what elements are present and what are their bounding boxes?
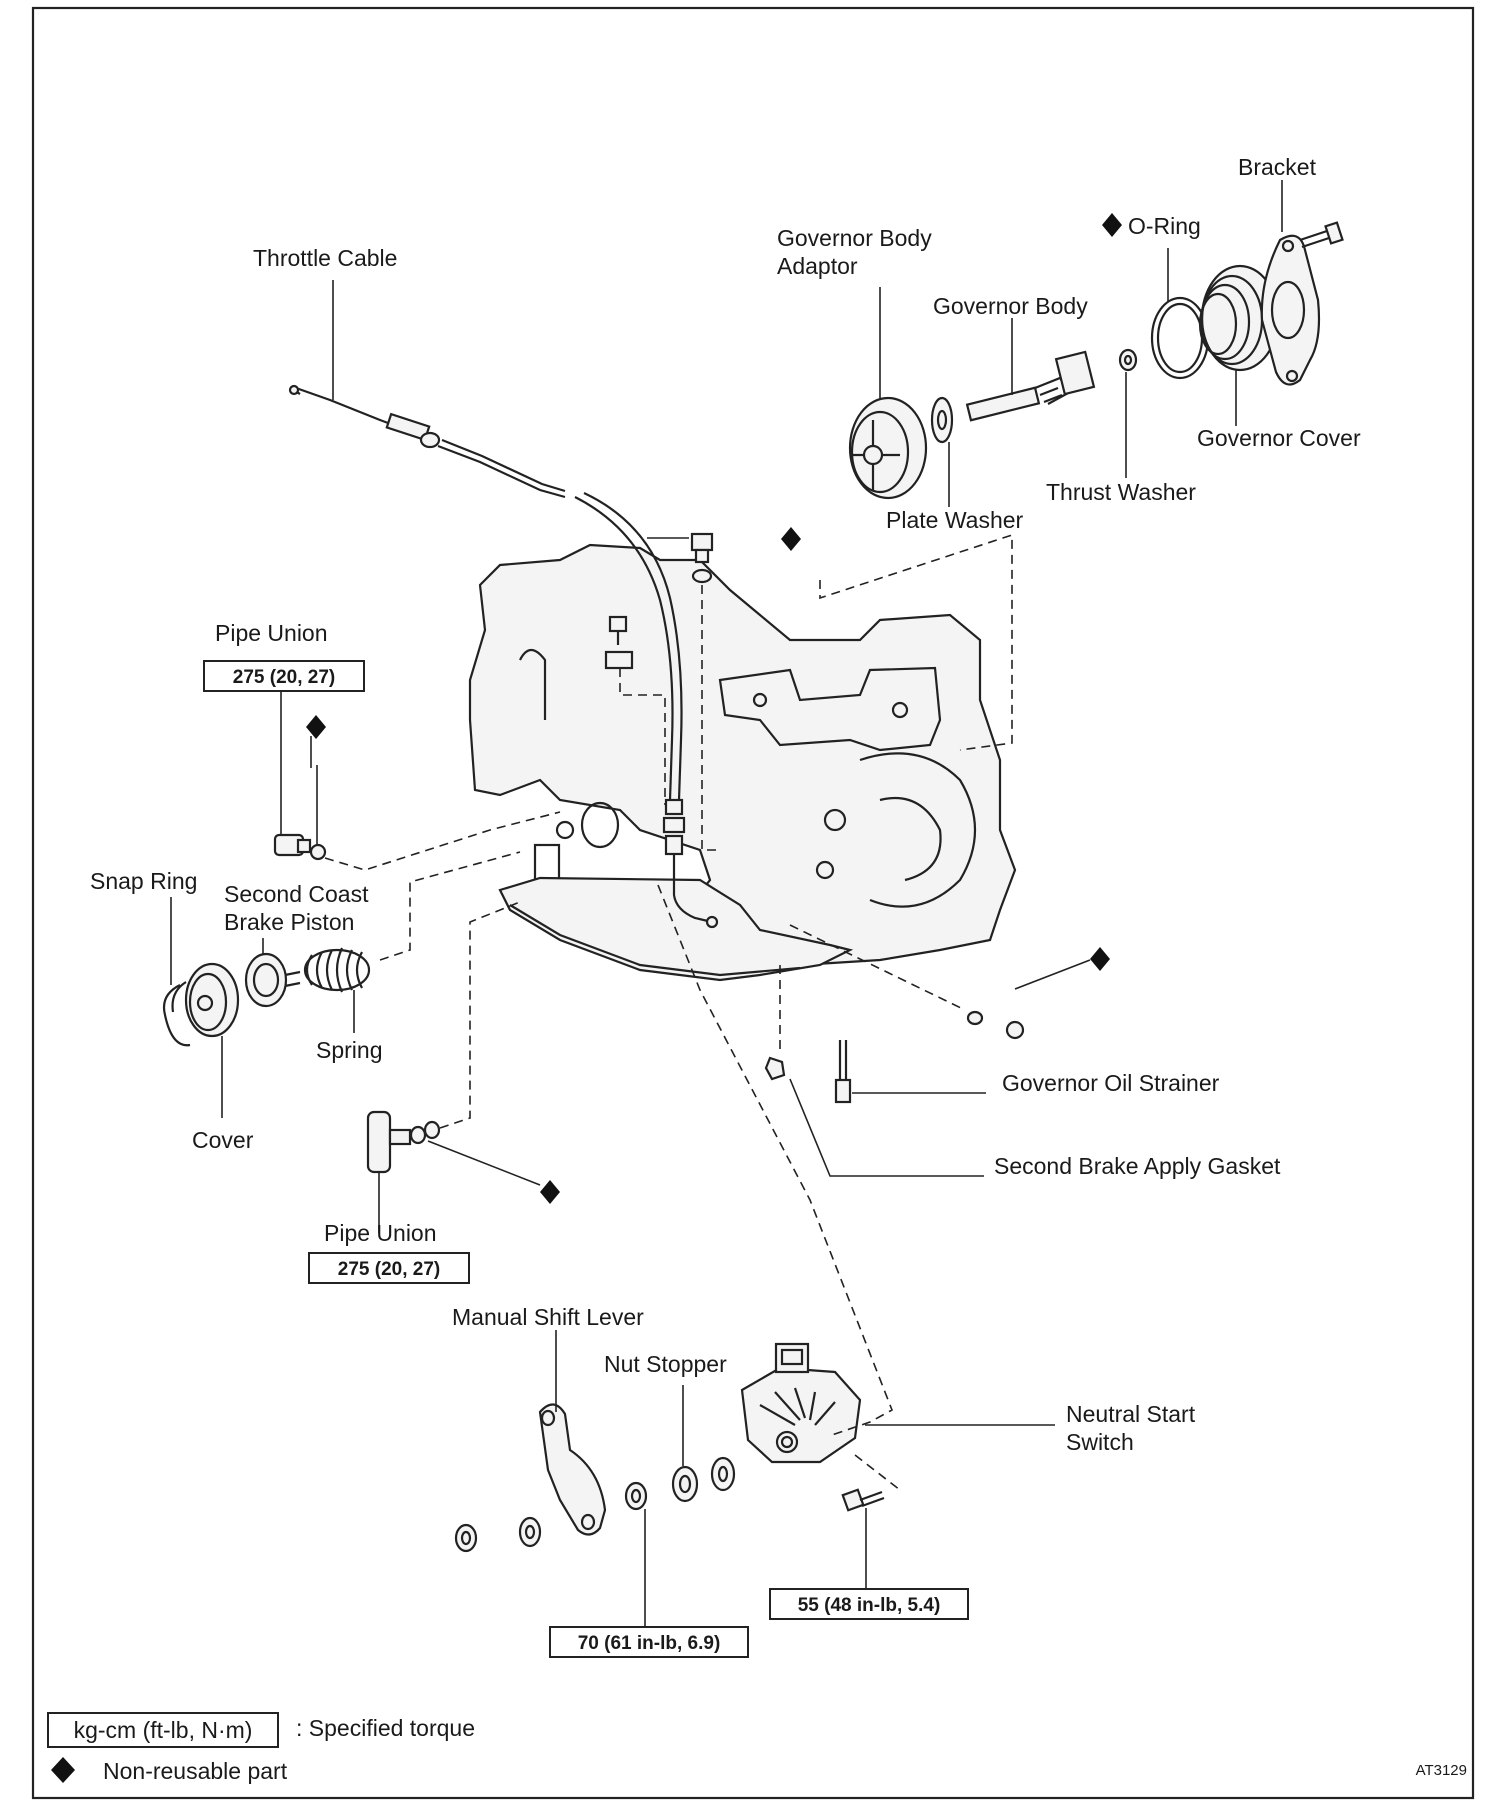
bracket-bolt — [1299, 221, 1344, 249]
torque-value: 55 (48 in-lb, 5.4) — [798, 1595, 941, 1616]
governor-body-adaptor — [848, 396, 928, 500]
label-governor-body-adaptor-1: Governor Body — [777, 225, 932, 251]
label-plate-washer: Plate Washer — [886, 507, 1024, 533]
shift-nut — [624, 1481, 648, 1511]
pipe-union-lower — [366, 1110, 441, 1174]
pipe-union-upper — [273, 833, 327, 861]
legend-torque-unit: kg-cm (ft-lb, N·m) — [74, 1717, 253, 1743]
throttle-cable — [288, 384, 719, 929]
second-coast-brake-piston — [244, 952, 301, 1008]
figure-frame — [31, 6, 1475, 1800]
torque-spec-lower: 275 (20, 27) — [308, 1252, 470, 1284]
torque-value: 275 (20, 27) — [233, 667, 335, 688]
spring — [303, 947, 371, 993]
neutral-start-switch — [740, 1342, 862, 1464]
plug-gasket — [691, 568, 713, 584]
label-pipe-union-lower: Pipe Union — [324, 1220, 437, 1246]
legend-torque-desc: : Specified torque — [296, 1715, 475, 1741]
torque-value: 275 (20, 27) — [338, 1259, 440, 1280]
governor-cover — [1198, 264, 1280, 372]
label-manual-shift-lever: Manual Shift Lever — [452, 1304, 644, 1330]
diamond-icon — [1102, 213, 1122, 237]
torque-spec-upper: 275 (20, 27) — [203, 660, 365, 692]
thrust-washer — [1118, 348, 1138, 372]
lever-washer — [518, 1516, 542, 1548]
second-brake-apply-gasket — [764, 1056, 786, 1081]
label-snap-ring: Snap Ring — [90, 868, 197, 894]
torque-spec-switch-bolt: 55 (48 in-lb, 5.4) — [769, 1588, 969, 1620]
part-labels: Bracket O-Ring Governor Body Adaptor Gov… — [90, 154, 1361, 1455]
label-o-ring: O-Ring — [1128, 213, 1201, 239]
lever-nut — [454, 1523, 478, 1553]
snap-ring — [162, 981, 191, 1047]
label-neutral-start-switch-1: Neutral Start — [1066, 1401, 1196, 1427]
label-spring: Spring — [316, 1037, 382, 1063]
transmission-case — [468, 543, 1017, 982]
label-second-coast-brake-piston-2: Brake Piston — [224, 909, 354, 935]
cable-clamp — [604, 650, 634, 670]
clamp-bolt — [608, 615, 628, 645]
switch-washer — [710, 1456, 736, 1492]
switch-bolt — [841, 1488, 885, 1512]
diamond-icon — [1090, 947, 1110, 971]
label-cover: Cover — [192, 1127, 254, 1153]
label-pipe-union-upper: Pipe Union — [215, 620, 328, 646]
label-neutral-start-switch-2: Switch — [1066, 1429, 1134, 1455]
manual-shift-lever — [538, 1403, 607, 1536]
governor-body — [965, 350, 1096, 422]
label-governor-cover: Governor Cover — [1197, 425, 1361, 451]
diamond-icon — [781, 527, 801, 551]
label-second-coast-brake-piston-1: Second Coast — [224, 881, 369, 907]
pan-gasket — [966, 1010, 984, 1026]
plate-washer — [930, 396, 954, 444]
torque-value: 70 (61 in-lb, 6.9) — [578, 1633, 721, 1654]
label-thrust-washer: Thrust Washer — [1046, 479, 1196, 505]
cover — [184, 962, 240, 1038]
assembly-lines — [324, 533, 1013, 1491]
label-governor-body-adaptor-2: Adaptor — [777, 253, 858, 279]
diamond-icon — [306, 715, 326, 739]
label-bracket: Bracket — [1238, 154, 1317, 180]
pan-bolt — [1005, 1020, 1025, 1040]
diamond-icon — [540, 1180, 560, 1204]
figure-code: AT3129 — [1416, 1762, 1467, 1779]
label-governor-body: Governor Body — [933, 293, 1088, 319]
bracket — [1260, 234, 1321, 386]
governor-oil-strainer — [834, 1040, 852, 1104]
torque-spec-lever-nut: 70 (61 in-lb, 6.9) — [549, 1626, 749, 1658]
diamond-icon — [51, 1757, 75, 1783]
label-nut-stopper: Nut Stopper — [604, 1351, 727, 1377]
o-ring — [1150, 296, 1210, 380]
legend: kg-cm (ft-lb, N·m) : Specified torque No… — [47, 1712, 475, 1784]
label-governor-oil-strainer: Governor Oil Strainer — [1002, 1070, 1220, 1096]
label-throttle-cable: Throttle Cable — [253, 245, 397, 271]
pipe-plug — [690, 532, 714, 564]
nut-stopper — [671, 1465, 699, 1503]
leader-lines — [170, 180, 1283, 1628]
legend-non-reusable: Non-reusable part — [103, 1758, 288, 1784]
non-reusable-markers — [306, 213, 1122, 1204]
label-second-brake-apply-gasket: Second Brake Apply Gasket — [994, 1153, 1281, 1179]
